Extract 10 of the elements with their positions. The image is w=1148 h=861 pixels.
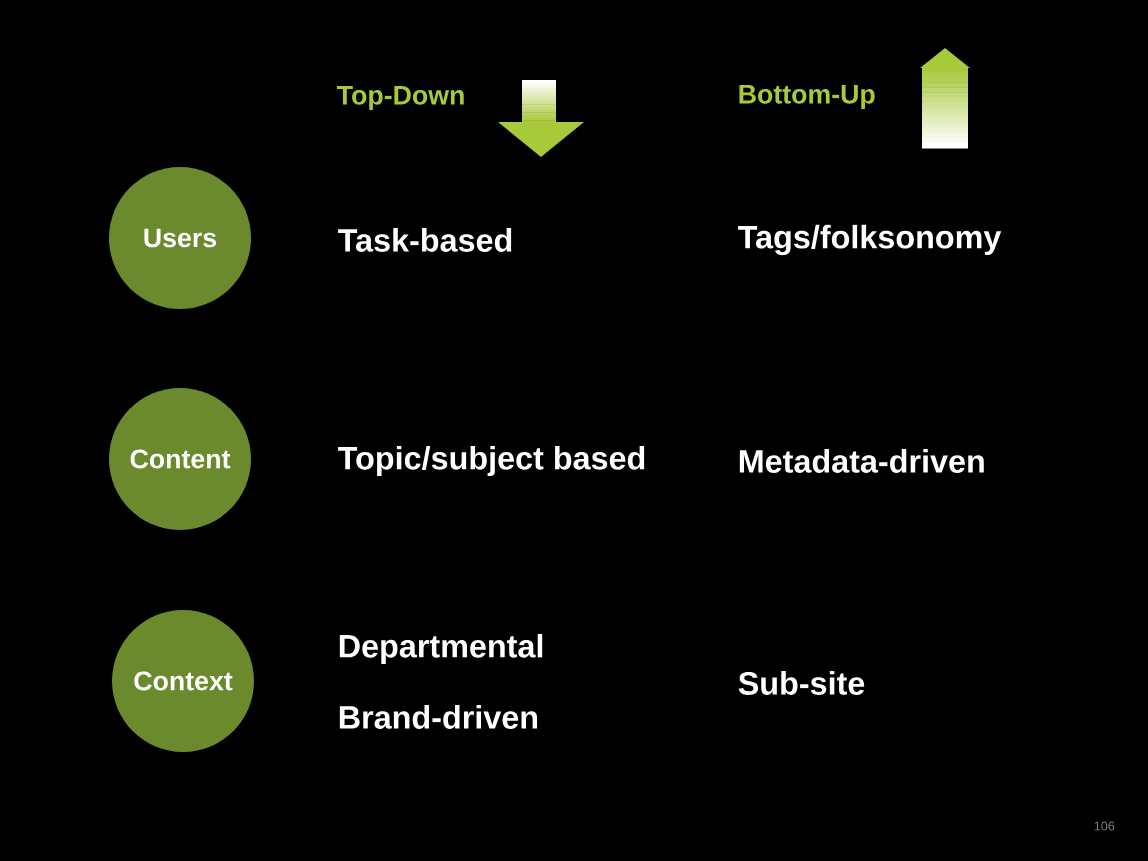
item-text: Brand-driven: [339, 705, 538, 729]
item-text: Departmental: [339, 633, 543, 665]
item-text: Metadata-driven: [739, 449, 984, 473]
page-number: 106: [1094, 821, 1115, 831]
item-text: Tags/folksonomy: [738, 224, 1002, 256]
item-text: Sub-site: [738, 671, 865, 695]
item-text: Task-based: [338, 228, 512, 252]
item-text: Topic/subject based: [338, 445, 645, 477]
column-heading: Top-Down: [337, 86, 464, 110]
column-heading: Bottom-Up: [739, 85, 875, 109]
